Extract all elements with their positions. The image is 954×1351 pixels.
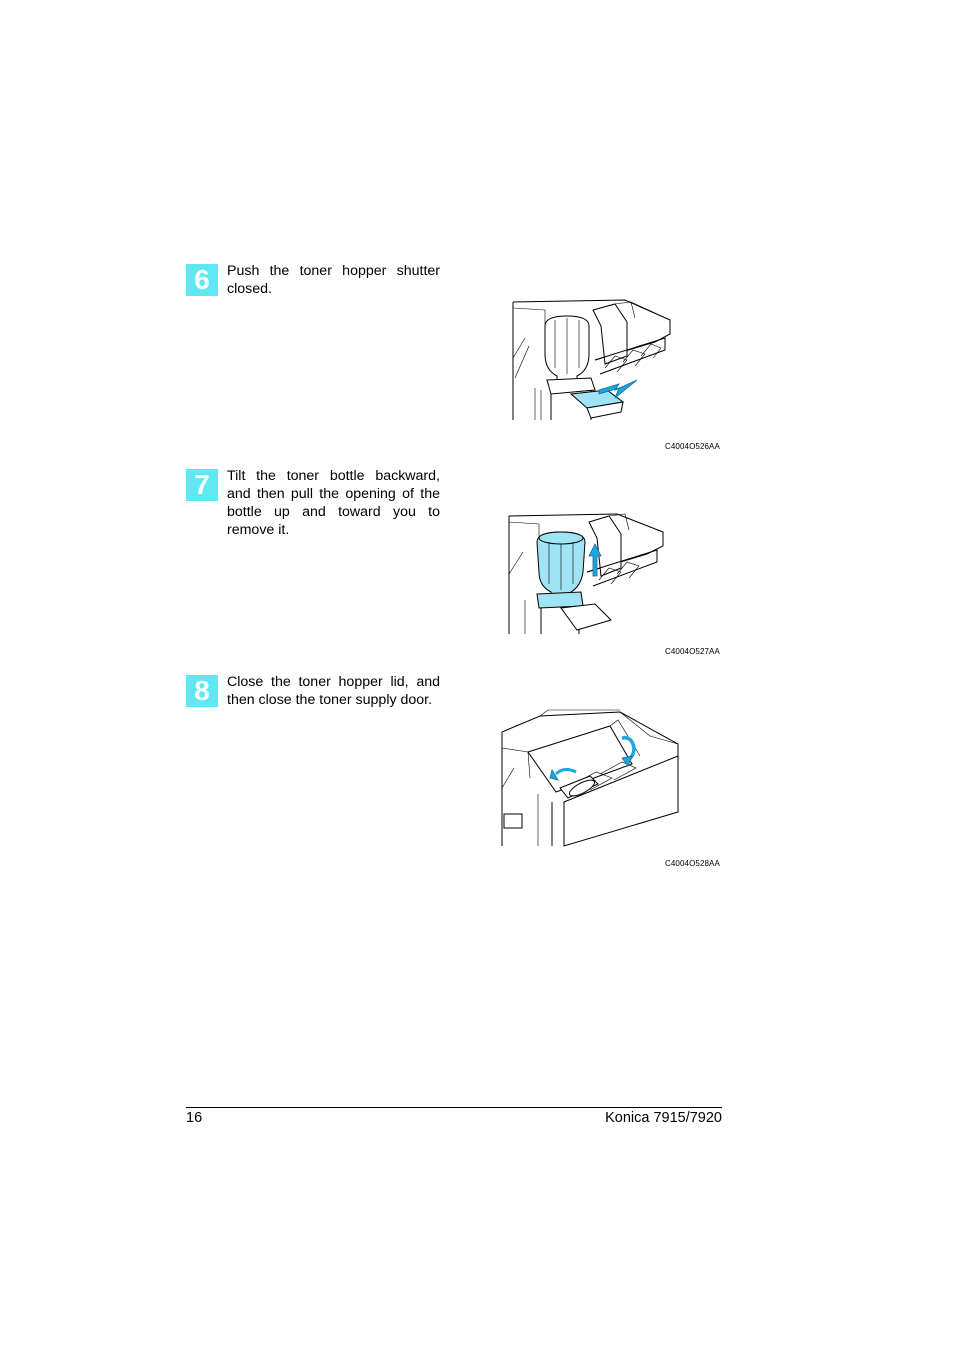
figure-code-7: C4004O527AA xyxy=(665,647,720,656)
step-7-badge: 7 xyxy=(186,469,218,501)
figure-code-8: C4004O528AA xyxy=(665,859,720,868)
page-number: 16 xyxy=(186,1110,203,1126)
figure-code-6: C4004O526AA xyxy=(665,442,720,451)
step-8-text: Close the toner hopper lid, and then clo… xyxy=(227,674,440,708)
footer-rule xyxy=(186,1107,722,1108)
step-7-text: Tilt the toner bottle backward, and then… xyxy=(227,468,440,538)
step-7-illustration xyxy=(508,513,664,634)
step-8-illustration xyxy=(501,709,679,847)
step-6-text: Push the toner hopper shutter closed. xyxy=(227,263,440,297)
product-name: Konica 7915/7920 xyxy=(605,1110,722,1126)
step-6-badge: 6 xyxy=(186,264,218,296)
step-8-badge: 8 xyxy=(186,675,218,707)
step-6-illustration xyxy=(512,299,671,420)
